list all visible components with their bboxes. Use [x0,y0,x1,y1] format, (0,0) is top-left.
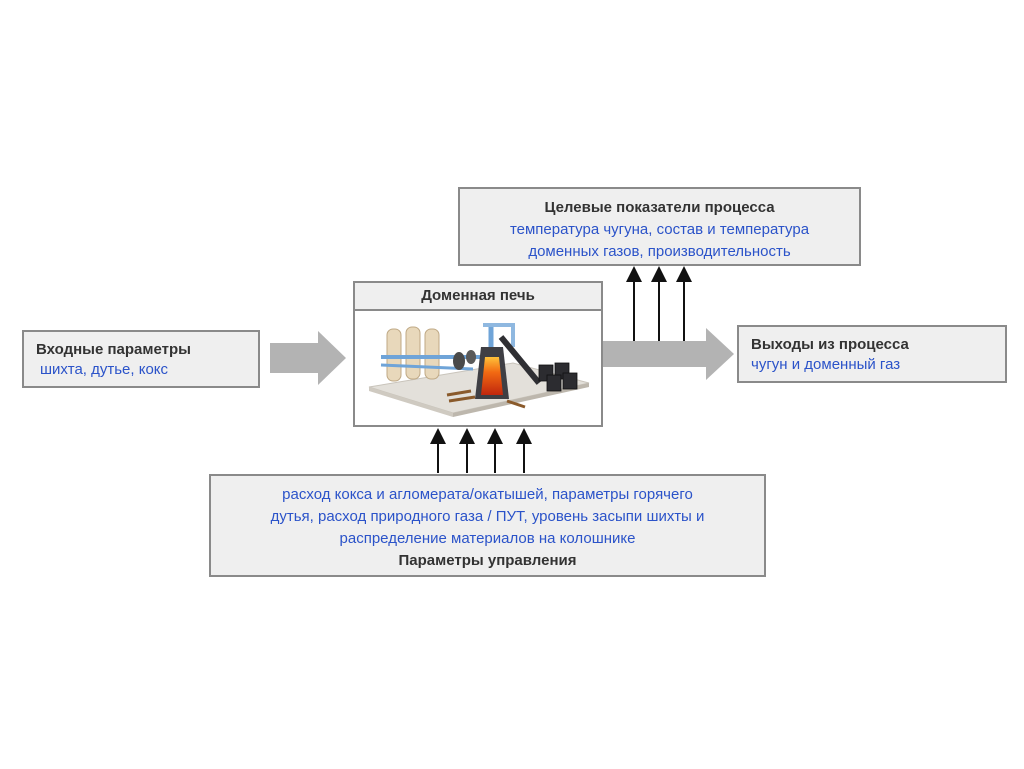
process-outputs-box: Выходы из процесса чугун и доменный газ [737,325,1007,383]
output-flow-arrow [603,328,734,380]
input-flow-arrow [270,331,346,385]
control-line-3: распределение материалов на колошнике [339,530,636,547]
blast-furnace-box: Доменная печь [353,281,603,427]
target-line-1: температура чугуна, состав и температура [509,221,810,238]
target-line-2: доменных газов, производительность [528,243,791,260]
control-parameters-box: расход кокса и агломерата/окатышей, пара… [209,474,766,577]
target-indicators-box: Целевые показатели процесса температура … [458,187,861,266]
furnace-title: Доменная печь [355,283,601,311]
output-title: Выходы из процесса [751,336,909,353]
input-parameters-box: Входные параметры шихта, дутье, кокс [22,330,260,388]
target-title: Целевые показатели процесса [544,199,775,216]
control-line-2: дутья, расход природного газа / ПУТ, уро… [270,508,705,525]
input-title: Входные параметры [36,341,191,358]
input-text: шихта, дутье, кокс [40,361,169,378]
control-line-1: расход кокса и агломерата/окатышей, пара… [282,486,693,503]
output-text: чугун и доменный газ [751,356,901,373]
control-title: Параметры управления [398,552,577,569]
blast-furnace-illustration [368,323,590,417]
